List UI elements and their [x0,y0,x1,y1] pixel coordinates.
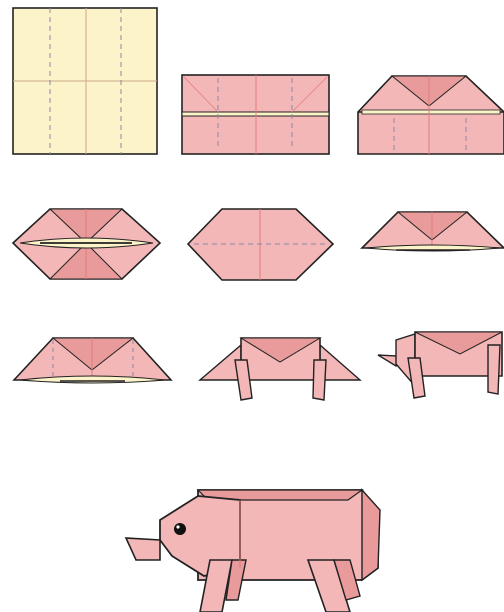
step-6-trapezoid [362,212,504,251]
step-5-hexagon-flat [188,209,333,280]
step-1-square-sheet [13,8,157,154]
step-4-hexagon-squash [13,209,160,279]
step-8-body-legs [200,338,360,400]
step-2-folded-rectangle [182,75,329,154]
step-9-pig-shape [378,332,502,398]
finished-pig [126,490,380,612]
step-7-trapezoid-flaps [14,338,171,383]
step-3-corners-folded [358,76,504,154]
pig-eye-icon [174,523,186,535]
